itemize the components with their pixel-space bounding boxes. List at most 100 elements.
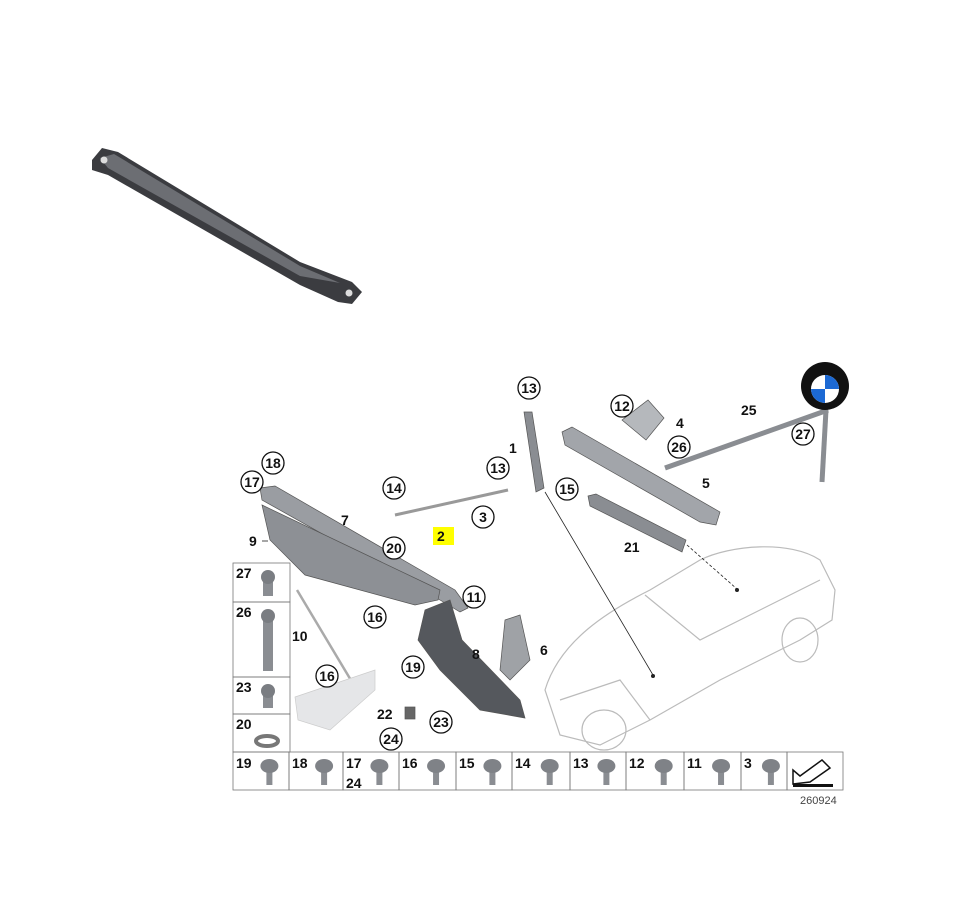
callout-circle <box>382 536 406 560</box>
callout-label: 25 <box>741 402 757 418</box>
callout-label: 4 <box>676 415 684 431</box>
callout-label: 1 <box>509 440 517 456</box>
bolt-head-icon <box>597 759 616 773</box>
callout-label: 16 <box>319 668 335 684</box>
callout-label: 17 <box>244 474 260 490</box>
bolt-head-icon <box>654 759 673 773</box>
part-shapes <box>259 399 829 731</box>
callout-label: 16 <box>367 609 383 625</box>
fastener-tables <box>232 562 844 791</box>
callout-circle <box>315 664 339 688</box>
callout-label: 3 <box>479 509 487 525</box>
callout-label: 22 <box>377 706 393 722</box>
arrow-base-icon <box>793 784 833 787</box>
bolt-icon <box>603 765 610 785</box>
bolt-icon <box>489 765 496 785</box>
fastener-number: 14 <box>515 755 531 771</box>
car-outline <box>544 546 836 751</box>
bolt-head-icon <box>261 609 275 623</box>
callout-circle <box>610 394 634 418</box>
bolt-icon <box>263 575 273 596</box>
callout-circle <box>240 470 264 494</box>
bolt-head-icon <box>315 759 334 773</box>
fastener-number: 15 <box>459 755 475 771</box>
fastener-number: 23 <box>236 679 252 695</box>
bolt-head-icon <box>483 759 502 773</box>
fastener-number: 11 <box>687 755 702 771</box>
fastener-number: 12 <box>629 755 645 771</box>
callout-circle <box>667 435 691 459</box>
callout-label: 12 <box>614 398 630 414</box>
callout-circle <box>363 605 387 629</box>
callout-circle <box>471 505 495 529</box>
callout-circle <box>462 585 486 609</box>
callout-label: 9 <box>249 533 257 549</box>
callout-label: 14 <box>386 480 402 496</box>
fastener-number: 13 <box>573 755 589 771</box>
bolt-head-icon <box>261 684 275 698</box>
callout-circle <box>379 727 403 751</box>
bolt-icon <box>321 765 328 785</box>
fastener-number: 18 <box>292 755 308 771</box>
bolt-icon <box>546 765 553 785</box>
bolt-head-icon <box>427 759 446 773</box>
callout-label: 5 <box>702 475 710 491</box>
callout-label: 7 <box>341 512 349 528</box>
callout-label: 20 <box>386 540 402 556</box>
bolt-icon <box>376 765 383 785</box>
highlight-marker <box>433 527 454 545</box>
callout-label: 6 <box>540 642 548 658</box>
callout-label: 11 <box>467 589 482 605</box>
strut-brace-photo <box>92 148 362 304</box>
callout-circle <box>382 476 406 500</box>
callout-label: 19 <box>405 659 421 675</box>
fastener-number: 27 <box>236 565 252 581</box>
callout-label: 13 <box>490 460 506 476</box>
fastener-number: 16 <box>402 755 418 771</box>
bolt-icon <box>263 614 273 671</box>
callout-circle <box>261 451 285 475</box>
bolt-head-icon <box>540 759 559 773</box>
bolt-head-icon <box>761 759 780 773</box>
callout-label: 8 <box>472 646 480 662</box>
fastener-number: 3 <box>744 755 752 771</box>
fastener-number: 26 <box>236 604 252 620</box>
bolt-icon <box>767 765 774 785</box>
fastener-cell <box>786 751 844 791</box>
leader-lines <box>262 491 738 676</box>
bolt-head-icon <box>370 759 389 773</box>
callout-circle <box>555 477 579 501</box>
bolt-icon <box>660 765 667 785</box>
callout-label: 13 <box>521 380 537 396</box>
callout-circle <box>517 376 541 400</box>
callout-circle <box>429 710 453 734</box>
fastener-number: 17 <box>346 755 362 771</box>
bolt-icon <box>263 689 273 708</box>
callout-label: 15 <box>559 481 575 497</box>
bolt-head-icon <box>260 759 279 773</box>
bmw-logo <box>801 362 849 410</box>
callout-circle <box>486 456 510 480</box>
bolt-icon <box>433 765 440 785</box>
callout-label: 18 <box>265 455 281 471</box>
callout-label: 26 <box>671 439 687 455</box>
callout-circle <box>401 655 425 679</box>
bolt-icon <box>266 765 273 785</box>
callout-circle <box>791 422 815 446</box>
callout-label: 23 <box>433 714 449 730</box>
callout-label: 27 <box>795 426 811 442</box>
fastener-number: 20 <box>236 716 252 732</box>
fastener-number: 24 <box>346 775 362 791</box>
callout-label: 21 <box>624 539 640 555</box>
bolt-head-icon <box>261 570 275 584</box>
washer-icon <box>254 734 280 748</box>
highlighted-callout: 2 <box>437 528 445 544</box>
bolt-icon <box>718 765 725 785</box>
fastener-number: 19 <box>236 755 252 771</box>
callout-label: 10 <box>292 628 308 644</box>
callout-label: 24 <box>383 731 399 747</box>
view-direction-arrow-icon <box>792 759 832 785</box>
